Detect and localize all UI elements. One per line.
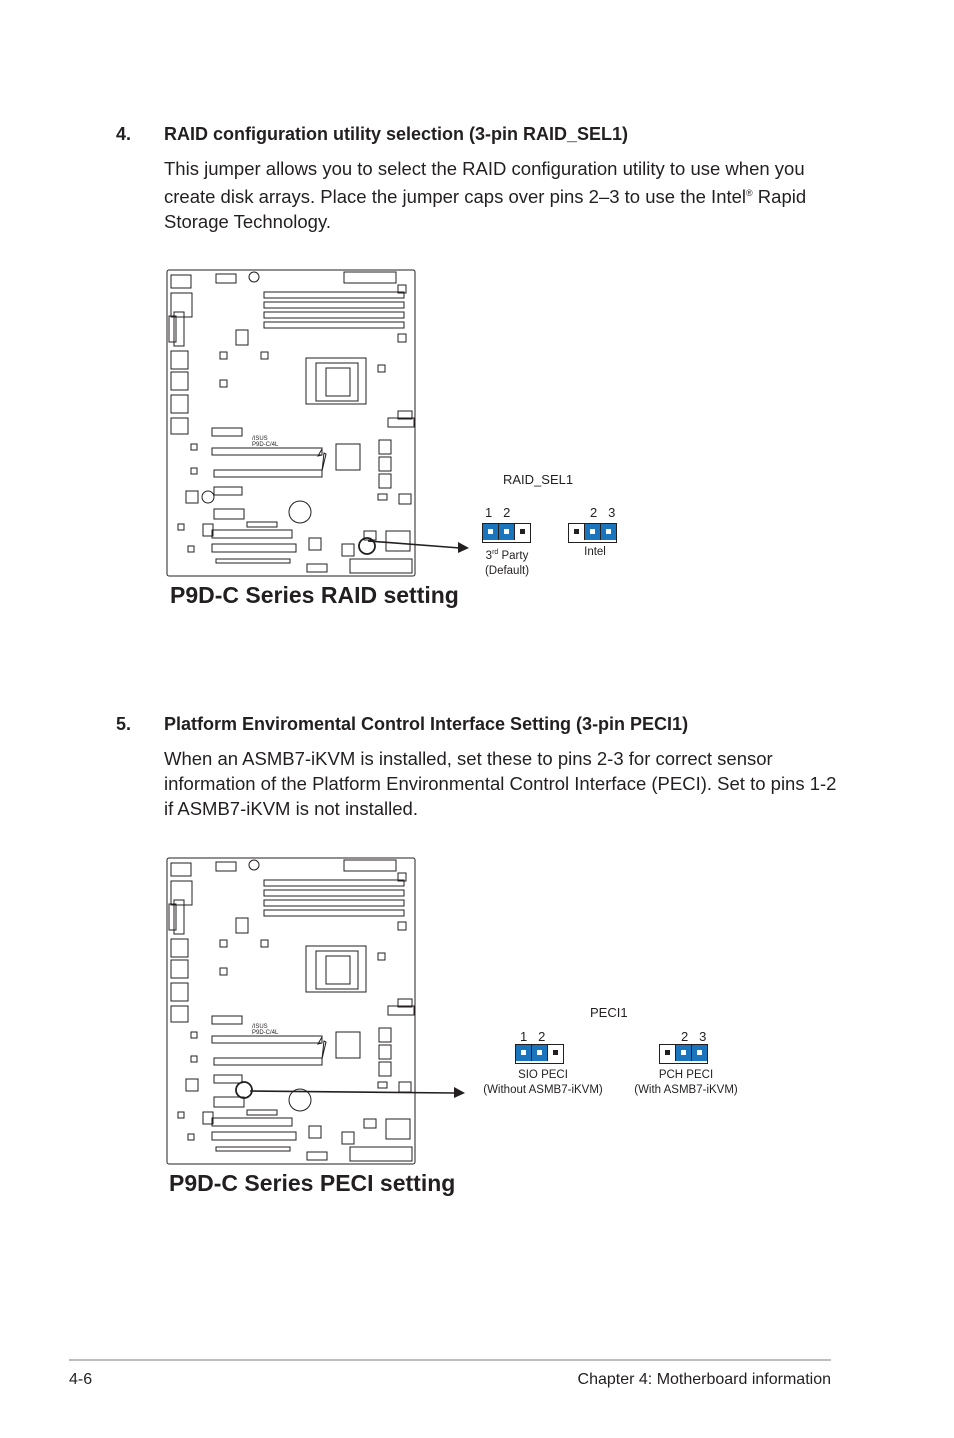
raid-jumper-intel [568,523,617,543]
footer-rule [69,1359,831,1361]
peci-left-pin-2 [532,1045,548,1061]
section-5-paragraph: When an ASMB7-iKVM is installed, set the… [164,748,837,819]
motherboard-diagram-raid: /ISUS P9D-C/4L [166,268,418,580]
peci-jumper-sio [515,1044,564,1064]
raid-right-pin-numbers: 2 3 [590,505,616,520]
section-4-number: 4. [116,124,132,144]
peci-right-pin-2 [676,1045,692,1061]
raid-left-caption: 3rd Party (Default) [484,549,530,577]
peci-right-caption: PCH PECI (With ASMB7-iKVM) [634,1069,738,1096]
raid-left-pin-numbers: 1 2 [485,505,511,520]
pointer-arrow-peci [246,1083,466,1108]
board-label-peci: P9D-C/4L [252,1030,279,1036]
peci-left-pin-numbers: 1 2 [520,1029,546,1044]
peci-figure-title: P9D-C Series PECI setting [169,1170,456,1196]
section-4-paragraph: This jumper allows you to select the RAI… [164,158,807,233]
raid-sel1-label: RAID_SEL1 [503,472,574,487]
raid-left-pin-2 [499,524,515,540]
peci-right-pin-3 [692,1045,707,1061]
section-4-heading: RAID configuration utility selection (3-… [164,124,629,144]
peci-right-pin-numbers: 2 3 [681,1029,707,1044]
raid-left-pin-3 [515,524,530,540]
board-label-raid: P9D-C/4L [252,442,279,448]
section-5-heading: Platform Enviromental Control Interface … [164,714,689,734]
peci-left-caption: SIO PECI (Without ASMB7-iKVM) [483,1069,603,1096]
peci-left-pin-1 [516,1045,532,1061]
peci1-label: PECI1 [590,1005,628,1020]
svg-text:/ISUS: /ISUS [252,1024,268,1030]
peci-right-pin-1 [660,1045,676,1061]
raid-left-pin-1 [483,524,499,540]
raid-jumper-3rd-party [482,523,531,543]
peci-left-pin-3 [548,1045,563,1061]
footer-chapter: Chapter 4: Motherboard information [577,1371,831,1388]
peci-jumper-pch [659,1044,708,1064]
motherboard-diagram-peci: /ISUS P9D-C/4L [166,856,418,1168]
raid-right-pin-2 [585,524,601,540]
raid-right-pin-3 [601,524,616,540]
pointer-arrow-raid [360,538,470,563]
raid-right-pin-1 [569,524,585,540]
raid-figure-title: P9D-C Series RAID setting [170,582,459,608]
svg-text:/ISUS: /ISUS [252,436,268,442]
raid-right-caption: Intel [584,546,606,558]
section-5-number: 5. [116,714,132,734]
footer-page-number: 4-6 [69,1371,93,1388]
